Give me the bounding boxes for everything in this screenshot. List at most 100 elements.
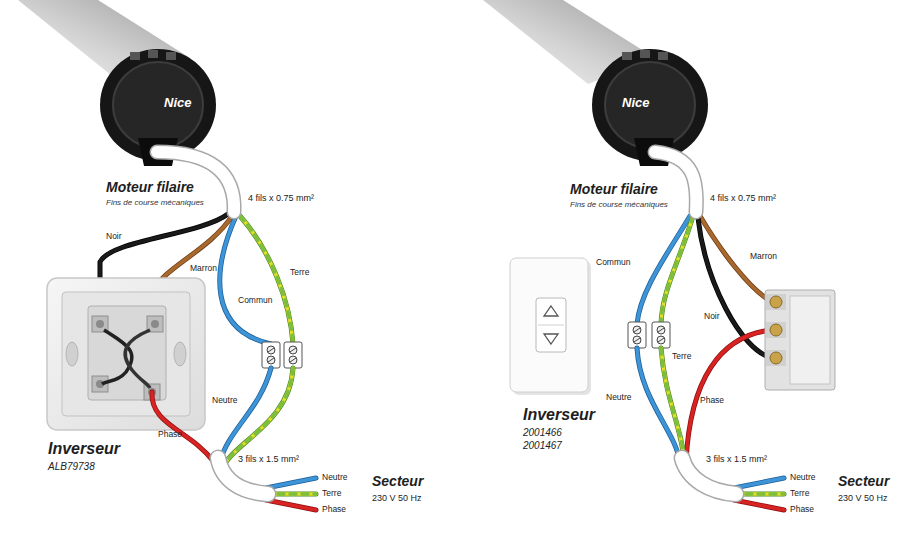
wire-label: Neutre	[606, 393, 632, 402]
motor-right-part	[622, 52, 632, 60]
part-title: Inverseur	[48, 440, 120, 458]
wires-left-lower-part	[226, 368, 293, 462]
motor-left-part	[166, 52, 176, 60]
wires-left-lower-part	[266, 478, 316, 488]
part-title: Secteur	[838, 474, 889, 489]
wire-label: Neutre	[322, 473, 348, 482]
wires-right-upper-part	[698, 218, 772, 358]
switch-right-front-part	[510, 258, 588, 392]
switch-left-part	[125, 330, 150, 388]
switch-right-back-part	[770, 324, 782, 336]
wire-label: Neutre	[212, 396, 238, 405]
wires-right-lower	[637, 348, 784, 510]
wires-right-lower-part	[661, 348, 684, 462]
switch-right-back-part	[770, 296, 782, 308]
part-title: Inverseur	[523, 406, 595, 424]
wire-label: Terre	[322, 489, 341, 498]
wires-left-lower-part	[266, 500, 316, 510]
wire-label: Neutre	[790, 473, 816, 482]
terminal-blocks-right	[628, 322, 670, 348]
switch-right-back-part	[766, 294, 786, 310]
terminal-blocks-right-part	[657, 326, 665, 334]
wire-label: Terre	[672, 352, 691, 361]
wire-label: Phase	[158, 430, 182, 439]
cable-spec: 4 fils x 0.75 mm²	[248, 194, 314, 204]
cable-spec: 230 V 50 Hz	[838, 494, 888, 504]
part-subtitle: Fins de course mécaniques	[570, 201, 668, 210]
wires-left-upper-part	[240, 216, 293, 344]
terminal-blocks-right-part	[634, 328, 640, 332]
wires-right-lower-part	[661, 348, 684, 462]
wires-left-lower-part	[220, 368, 271, 462]
wires-right-upper-part	[661, 216, 693, 324]
wires-left-lower-part	[152, 392, 214, 462]
switch-right-front-part	[538, 325, 564, 326]
wires-right-lower-part	[734, 500, 784, 510]
wires-left-lower-part	[266, 478, 316, 488]
wires-right-lower-part	[661, 348, 684, 462]
wire-label: Commun	[596, 258, 630, 267]
wire-label: Terre	[290, 268, 309, 277]
wires-right-upper-part	[661, 216, 693, 324]
terminal-blocks-right-part	[658, 338, 664, 342]
wire-label: Phase	[700, 396, 724, 405]
part-reference: 2001466	[523, 427, 562, 438]
terminal-blocks-right-part	[628, 322, 646, 348]
wires-right-upper-part	[686, 330, 772, 462]
terminal-blocks-right-part	[658, 328, 664, 332]
switch-right-front-part	[544, 306, 558, 316]
motor-left-part	[130, 52, 140, 60]
motor-left	[18, 0, 216, 166]
wires-left-lower-part	[220, 368, 271, 462]
motor-right	[483, 0, 708, 166]
switch-right-front-part	[544, 334, 558, 344]
wires-right-upper-part	[686, 330, 772, 462]
cable-spec: 3 fils x 1.5 mm²	[238, 455, 299, 465]
wires-right-upper-part	[698, 218, 772, 358]
part-reference: 2001467	[523, 440, 562, 451]
wires-left-upper-part	[240, 216, 293, 344]
wire-label: Commun	[238, 296, 272, 305]
switch-right-back-part	[766, 350, 786, 366]
wire-label: Noir	[106, 232, 122, 241]
wires-left-lower-part	[266, 500, 316, 510]
terminal-blocks-right-part	[633, 336, 641, 344]
terminal-blocks-right-part	[633, 326, 641, 334]
terminal-blocks-left-part	[268, 348, 274, 352]
wires-left-lower-part	[152, 392, 214, 462]
terminal-blocks-left-part	[289, 356, 297, 364]
terminal-blocks-right-part	[634, 338, 640, 342]
motor-right-part	[658, 52, 668, 60]
switch-right-back	[765, 290, 835, 390]
switch-left-part	[47, 278, 205, 430]
terminal-blocks-left-part	[267, 346, 275, 354]
wires-left-upper-part	[240, 216, 293, 344]
wire-label: Noir	[704, 312, 720, 321]
switch-right-front-part	[536, 298, 566, 352]
terminal-blocks-right-part	[652, 322, 670, 348]
switch-left-part	[102, 330, 132, 384]
wire-label: Terre	[790, 489, 809, 498]
motor-right-part	[640, 50, 650, 58]
wires-left-lower-part	[226, 368, 293, 462]
switch-right-front	[510, 258, 591, 395]
terminal-blocks-left	[262, 342, 302, 368]
part-reference: ALB79738	[48, 461, 95, 472]
switch-left-part	[151, 320, 159, 328]
wires-right-upper-part	[661, 216, 693, 324]
switch-left	[47, 278, 205, 430]
terminal-blocks-left-part	[290, 348, 296, 352]
wire-label: Marron	[750, 252, 777, 261]
part-title: Moteur filaire	[106, 180, 194, 195]
wire-label: Phase	[790, 505, 814, 514]
switch-left-part	[62, 292, 190, 416]
wires-left-lower-part	[226, 368, 293, 462]
switch-right-back-part	[765, 290, 835, 390]
motor-left-part	[113, 62, 203, 148]
part-subtitle: Fins de course mécaniques	[106, 199, 204, 208]
terminal-blocks-left-part	[267, 356, 275, 364]
wires-right-lower-part	[734, 478, 784, 488]
switch-right-back-part	[790, 296, 830, 384]
switch-right-back-part	[770, 352, 782, 364]
